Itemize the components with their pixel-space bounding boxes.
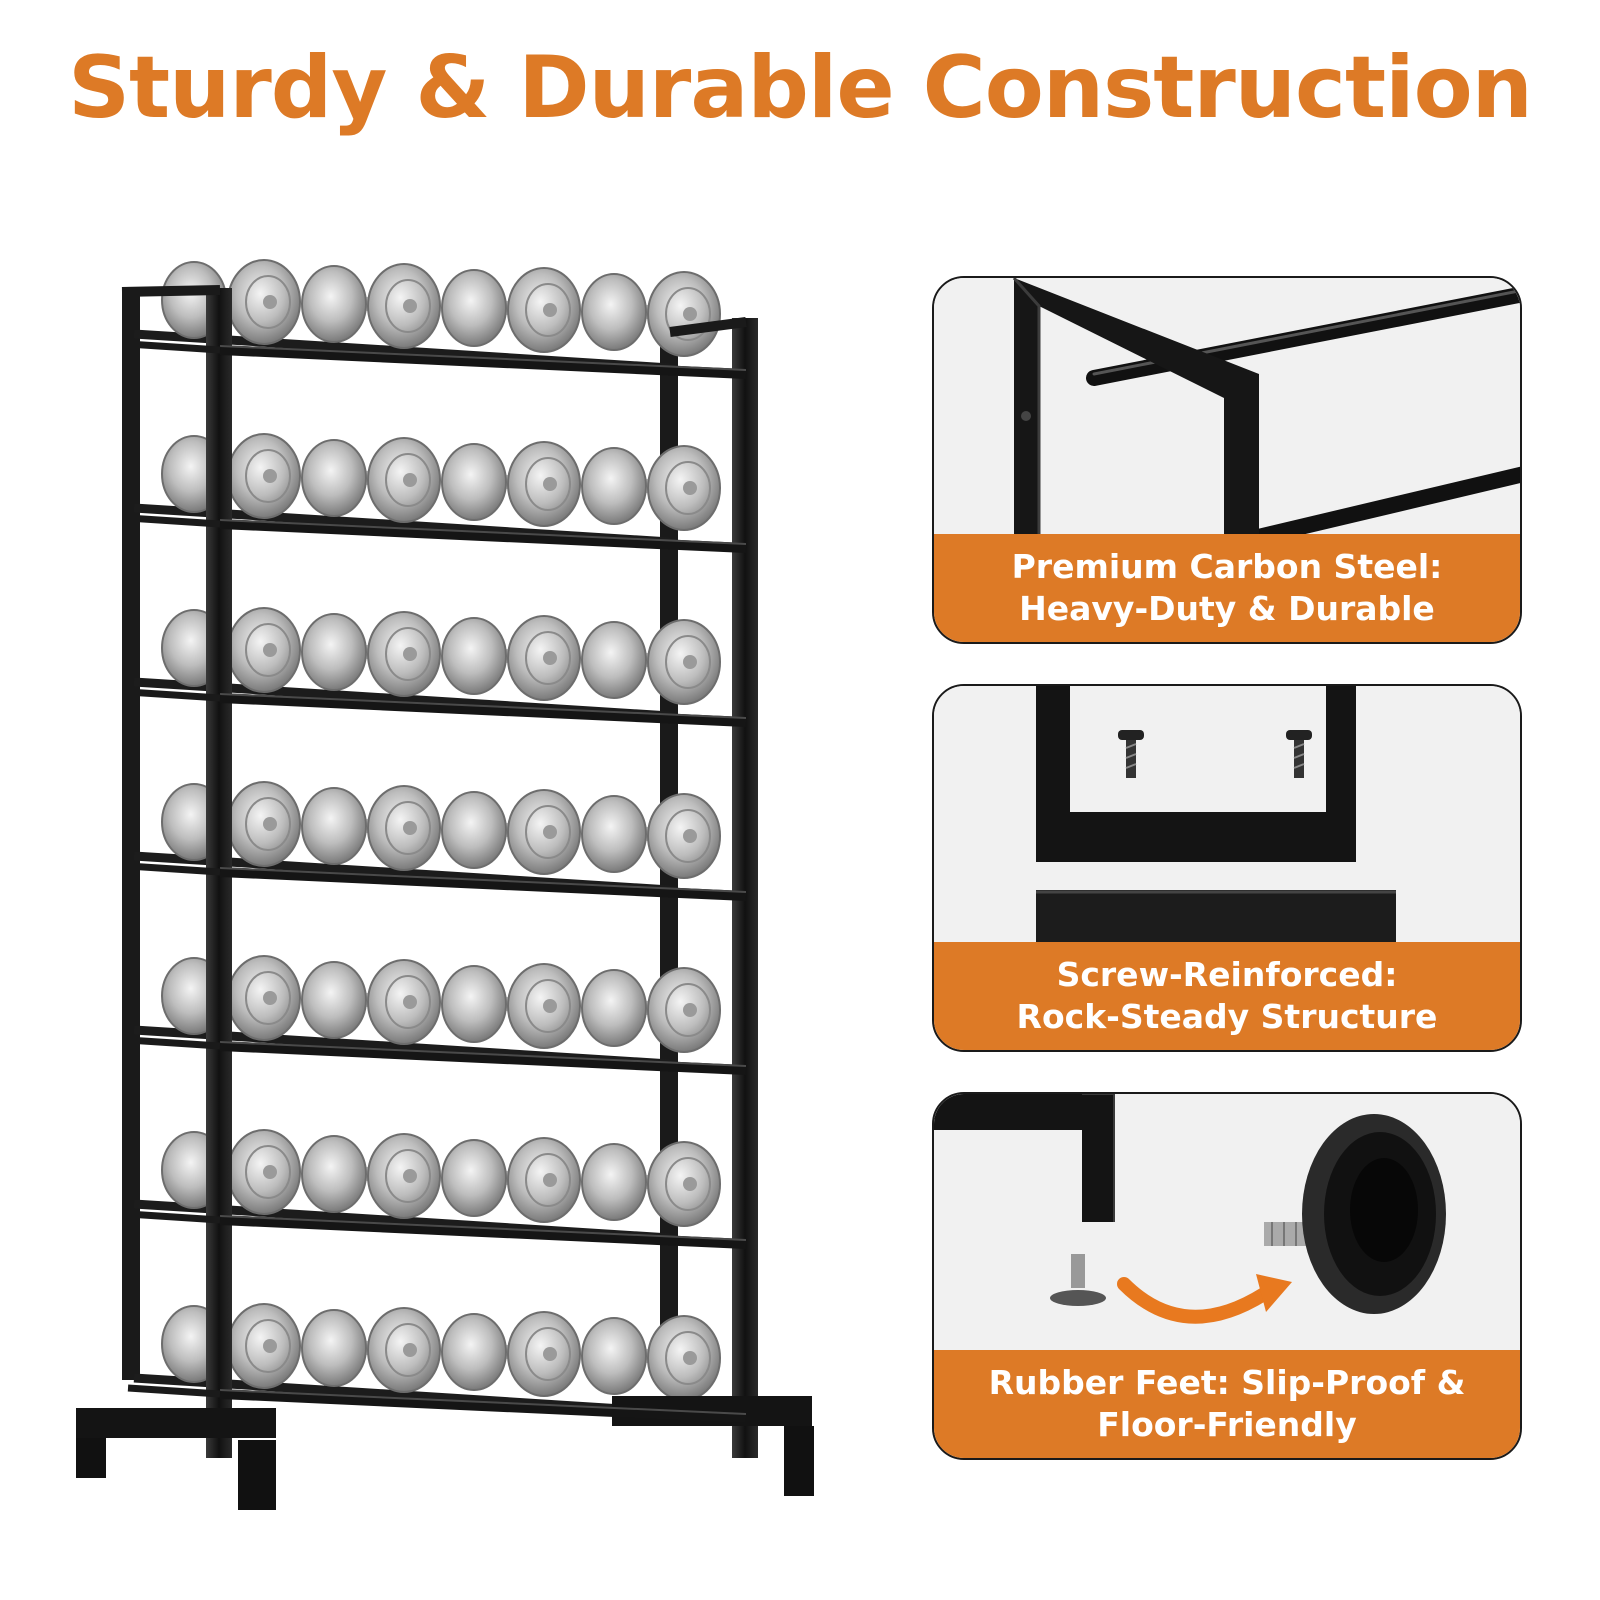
rack-back-post-left <box>122 290 140 1380</box>
feature-caption: Rubber Feet: Slip-Proof & Floor-Friendly <box>934 1350 1520 1458</box>
feature-caption: Screw-Reinforced: Rock-Steady Structure <box>934 942 1520 1050</box>
rack-front-bar <box>219 693 747 727</box>
rack-side-rail <box>127 514 221 528</box>
rack-front-bar <box>219 1389 747 1423</box>
feature-caption-text: Screw-Reinforced: Rock-Steady Structure <box>1016 955 1438 1036</box>
rack-front-bar <box>219 1041 747 1075</box>
dumbbell-icon <box>301 1133 441 1219</box>
rack-top-rail <box>669 317 747 337</box>
rack-side-rail <box>127 688 221 702</box>
dumbbell-icon <box>441 615 581 701</box>
rack-foot-back-left <box>76 1438 106 1478</box>
dumbbell-icon <box>301 785 441 871</box>
dumbbell-icon <box>441 1137 581 1223</box>
screw-icon <box>1118 730 1144 778</box>
dumbbell-rack-image <box>70 240 830 1564</box>
rack-front-post-right <box>732 318 758 1458</box>
dumbbell-icon <box>301 263 441 349</box>
rack-side-rail <box>127 340 221 354</box>
carbon-steel-frame-icon <box>934 278 1520 538</box>
screw-bracket-icon <box>934 686 1520 946</box>
feature-caption-text: Rubber Feet: Slip-Proof & Floor-Friendly <box>988 1363 1466 1444</box>
rack-foot-right <box>784 1426 814 1496</box>
rack-foot-left <box>238 1440 276 1510</box>
dumbbell-icon <box>301 959 441 1045</box>
page-title: Sturdy & Durable Construction <box>68 38 1533 138</box>
rack-front-bar <box>219 519 747 553</box>
dumbbell-icon <box>441 963 581 1049</box>
feature-caption-text: Premium Carbon Steel: Heavy-Duty & Durab… <box>1011 547 1443 628</box>
dumbbell-icon <box>301 437 441 523</box>
dumbbell-icon <box>441 267 581 353</box>
rack-side-rail <box>127 1036 221 1050</box>
dumbbell-icon <box>581 271 721 357</box>
feature-card-carbon-steel: Premium Carbon Steel: Heavy-Duty & Durab… <box>932 276 1522 644</box>
rack-base-left <box>76 1408 276 1438</box>
dumbbell-icon <box>581 1141 721 1227</box>
rack-top-rail <box>121 285 221 297</box>
rack-side-rail <box>127 862 221 876</box>
small-foot-icon <box>1050 1254 1106 1306</box>
dumbbell-icon <box>301 1307 441 1393</box>
rack-front-bar <box>219 1215 747 1249</box>
rack-side-rail <box>127 1384 221 1398</box>
dumbbell-icon <box>441 441 581 527</box>
dumbbell-icon <box>581 1315 721 1401</box>
dumbbell-rack-icon <box>76 259 814 1510</box>
dumbbell-icon <box>581 793 721 879</box>
dumbbell-icon <box>301 611 441 697</box>
rack-front-bar <box>219 867 747 901</box>
feature-caption: Premium Carbon Steel: Heavy-Duty & Durab… <box>934 534 1520 642</box>
dumbbell-icon <box>441 1311 581 1397</box>
rubber-foot-icon <box>934 1094 1520 1354</box>
dumbbell-icon <box>441 789 581 875</box>
dumbbell-icon <box>581 967 721 1053</box>
rack-front-bar <box>219 345 747 379</box>
feature-card-screw-reinforced: Screw-Reinforced: Rock-Steady Structure <box>932 684 1522 1052</box>
rack-side-rail <box>127 1210 221 1224</box>
leveling-foot-icon <box>1264 1114 1446 1314</box>
dumbbell-icon <box>581 619 721 705</box>
dumbbell-icon <box>581 445 721 531</box>
screw-icon <box>1286 730 1312 778</box>
feature-card-rubber-feet: Rubber Feet: Slip-Proof & Floor-Friendly <box>932 1092 1522 1460</box>
